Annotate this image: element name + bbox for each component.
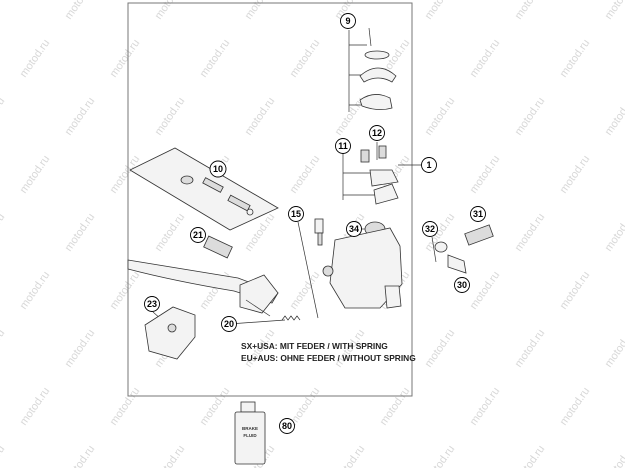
svg-text:32: 32 [425, 224, 435, 234]
watermark-text: motod.ru [288, 269, 323, 311]
svg-text:30: 30 [457, 280, 467, 290]
watermark-text: motod.ru [108, 385, 143, 427]
watermark-text: motod.ru [0, 327, 7, 369]
callout-12[interactable]: 12 [369, 125, 385, 141]
svg-text:9: 9 [345, 16, 350, 26]
part-23-bracket [144, 306, 196, 360]
svg-text:1: 1 [426, 160, 431, 170]
watermark-text: motod.ru [108, 269, 143, 311]
callout-15[interactable]: 15 [288, 206, 304, 222]
watermark-text: motod.ru [603, 211, 625, 253]
svg-text:23: 23 [147, 299, 157, 309]
note-with-spring: SX+USA: MIT FEDER / WITH SPRING [241, 341, 388, 351]
callout-23[interactable]: 23 [144, 296, 160, 312]
callout-1[interactable]: 1 [421, 157, 437, 173]
watermark-text: motod.ru [63, 95, 98, 137]
callout-32[interactable]: 32 [422, 221, 438, 237]
callout-10[interactable]: 10 [209, 160, 227, 178]
watermark-text: motod.ru [288, 37, 323, 79]
svg-text:31: 31 [473, 209, 483, 219]
diagram-frame [127, 2, 413, 397]
callout-20[interactable]: 20 [221, 316, 237, 332]
watermark-text: motod.ru [63, 0, 98, 22]
watermark-text: motod.ru [423, 443, 458, 468]
leader-lines [152, 30, 437, 325]
watermark-text: motod.ru [468, 385, 503, 427]
bottle-label-line1: BRAKE [242, 426, 258, 431]
watermark-text: motod.ru [18, 385, 53, 427]
watermark-text: motod.ru [63, 443, 98, 468]
svg-text:12: 12 [372, 128, 382, 138]
callout-34[interactable]: 34 [346, 221, 362, 237]
watermark-text: motod.ru [513, 327, 548, 369]
watermark-text: motod.ru [63, 327, 98, 369]
watermark-text: motod.ru [198, 37, 233, 79]
bottle-label-line2: FLUID [243, 433, 257, 438]
part-20-spring [281, 315, 301, 321]
callout-30[interactable]: 30 [454, 277, 470, 293]
callout-9[interactable]: 9 [340, 13, 356, 29]
callout-31[interactable]: 31 [470, 206, 486, 222]
watermark-text: motod.ru [198, 385, 233, 427]
part-9-stack [359, 27, 397, 110]
watermark-text: motod.ru [0, 443, 7, 468]
watermark-text: motod.ru [153, 95, 188, 137]
watermark-text: motod.ru [603, 327, 625, 369]
watermark-text: motod.ru [378, 385, 413, 427]
svg-text:20: 20 [224, 319, 234, 329]
part-10-kit [129, 147, 279, 231]
brake-fluid-bottle: BRAKE FLUID [234, 401, 266, 465]
svg-text:34: 34 [349, 224, 359, 234]
watermark-text: motod.ru [468, 153, 503, 195]
callout-11[interactable]: 11 [335, 138, 351, 154]
watermark-text: motod.ru [0, 95, 7, 137]
watermark-text: motod.ru [513, 95, 548, 137]
watermark-text: motod.ru [513, 443, 548, 468]
watermark-text: motod.ru [423, 327, 458, 369]
watermark-text: motod.ru [153, 443, 188, 468]
svg-text:15: 15 [291, 209, 301, 219]
watermark-text: motod.ru [108, 37, 143, 79]
brake-lever [127, 259, 279, 317]
watermark-text: motod.ru [558, 153, 593, 195]
svg-text:80: 80 [282, 421, 292, 431]
callout-21[interactable]: 21 [190, 227, 206, 243]
watermark-text: motod.ru [0, 0, 7, 22]
watermark-text: motod.ru [558, 385, 593, 427]
watermark-text: motod.ru [18, 153, 53, 195]
watermark-text: motod.ru [0, 211, 7, 253]
part-15-pin [314, 218, 324, 246]
part-21 [203, 235, 233, 259]
watermark-text: motod.ru [513, 0, 548, 22]
watermark-text: motod.ru [333, 443, 368, 468]
svg-text:21: 21 [193, 230, 203, 240]
callout-80[interactable]: 80 [279, 418, 295, 434]
part-31-32-30 [434, 224, 494, 274]
watermark-text: motod.ru [423, 95, 458, 137]
watermark-text: motod.ru [468, 37, 503, 79]
watermark-text: motod.ru [288, 153, 323, 195]
note-without-spring: EU+AUS: OHNE FEDER / WITHOUT SPRING [241, 353, 416, 363]
watermark-text: motod.ru [603, 95, 625, 137]
master-cylinder-body [322, 227, 403, 309]
watermark-text: motod.ru [153, 211, 188, 253]
watermark-text: motod.ru [603, 0, 625, 22]
watermark-text: motod.ru [558, 37, 593, 79]
part-11-12-bolts [360, 145, 399, 205]
watermark-text: motod.ru [603, 443, 625, 468]
watermark-text: motod.ru [243, 95, 278, 137]
watermark-text: motod.ru [558, 269, 593, 311]
svg-text:11: 11 [338, 141, 348, 151]
watermark-text: motod.ru [63, 211, 98, 253]
svg-text:10: 10 [213, 164, 223, 174]
watermark-text: motod.ru [468, 269, 503, 311]
watermark-text: motod.ru [18, 269, 53, 311]
watermark-text: motod.ru [18, 37, 53, 79]
watermark-text: motod.ru [423, 0, 458, 22]
watermark-text: motod.ru [513, 211, 548, 253]
